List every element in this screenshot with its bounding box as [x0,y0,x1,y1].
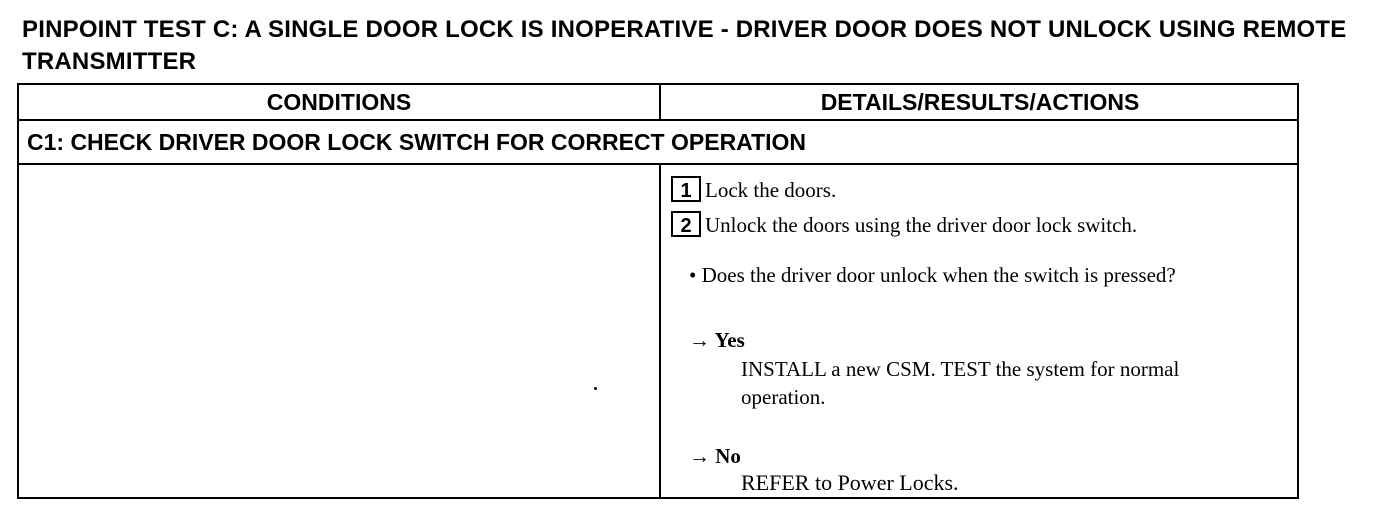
answer-yes-action: INSTALL a new CSM. TEST the system for n… [741,357,1180,409]
conditions-header: CONDITIONS [266,89,412,115]
body-column-divider [659,165,661,499]
answer-no-label: → No [689,444,741,468]
step-text: Lock the doors. [705,178,837,202]
pinpoint-test-table: CONDITIONS DETAILS/RESULTS/ACTIONS C1: C… [17,83,1299,499]
step-number-box: 1 [671,176,701,202]
header-column-divider [659,85,661,119]
details-header: DETAILS/RESULTS/ACTIONS [820,89,1140,115]
step-text: Unlock the doors using the driver door l… [705,213,1138,237]
table-header-row: CONDITIONS DETAILS/RESULTS/ACTIONS [19,85,1297,121]
step-title-row: C1: CHECK DRIVER DOOR LOCK SWITCH FOR CO… [19,121,1297,165]
answer-no-action: REFER to Power Locks. [741,470,959,495]
stray-dot [594,387,597,390]
step-number-box: 2 [671,211,701,237]
page-title: PINPOINT TEST C: A SINGLE DOOR LOCK IS I… [22,16,1347,75]
conditions-cell [19,165,659,499]
question-text: • Does the driver door unlock when the s… [689,263,1176,287]
answer-yes-label: → Yes [689,328,745,352]
